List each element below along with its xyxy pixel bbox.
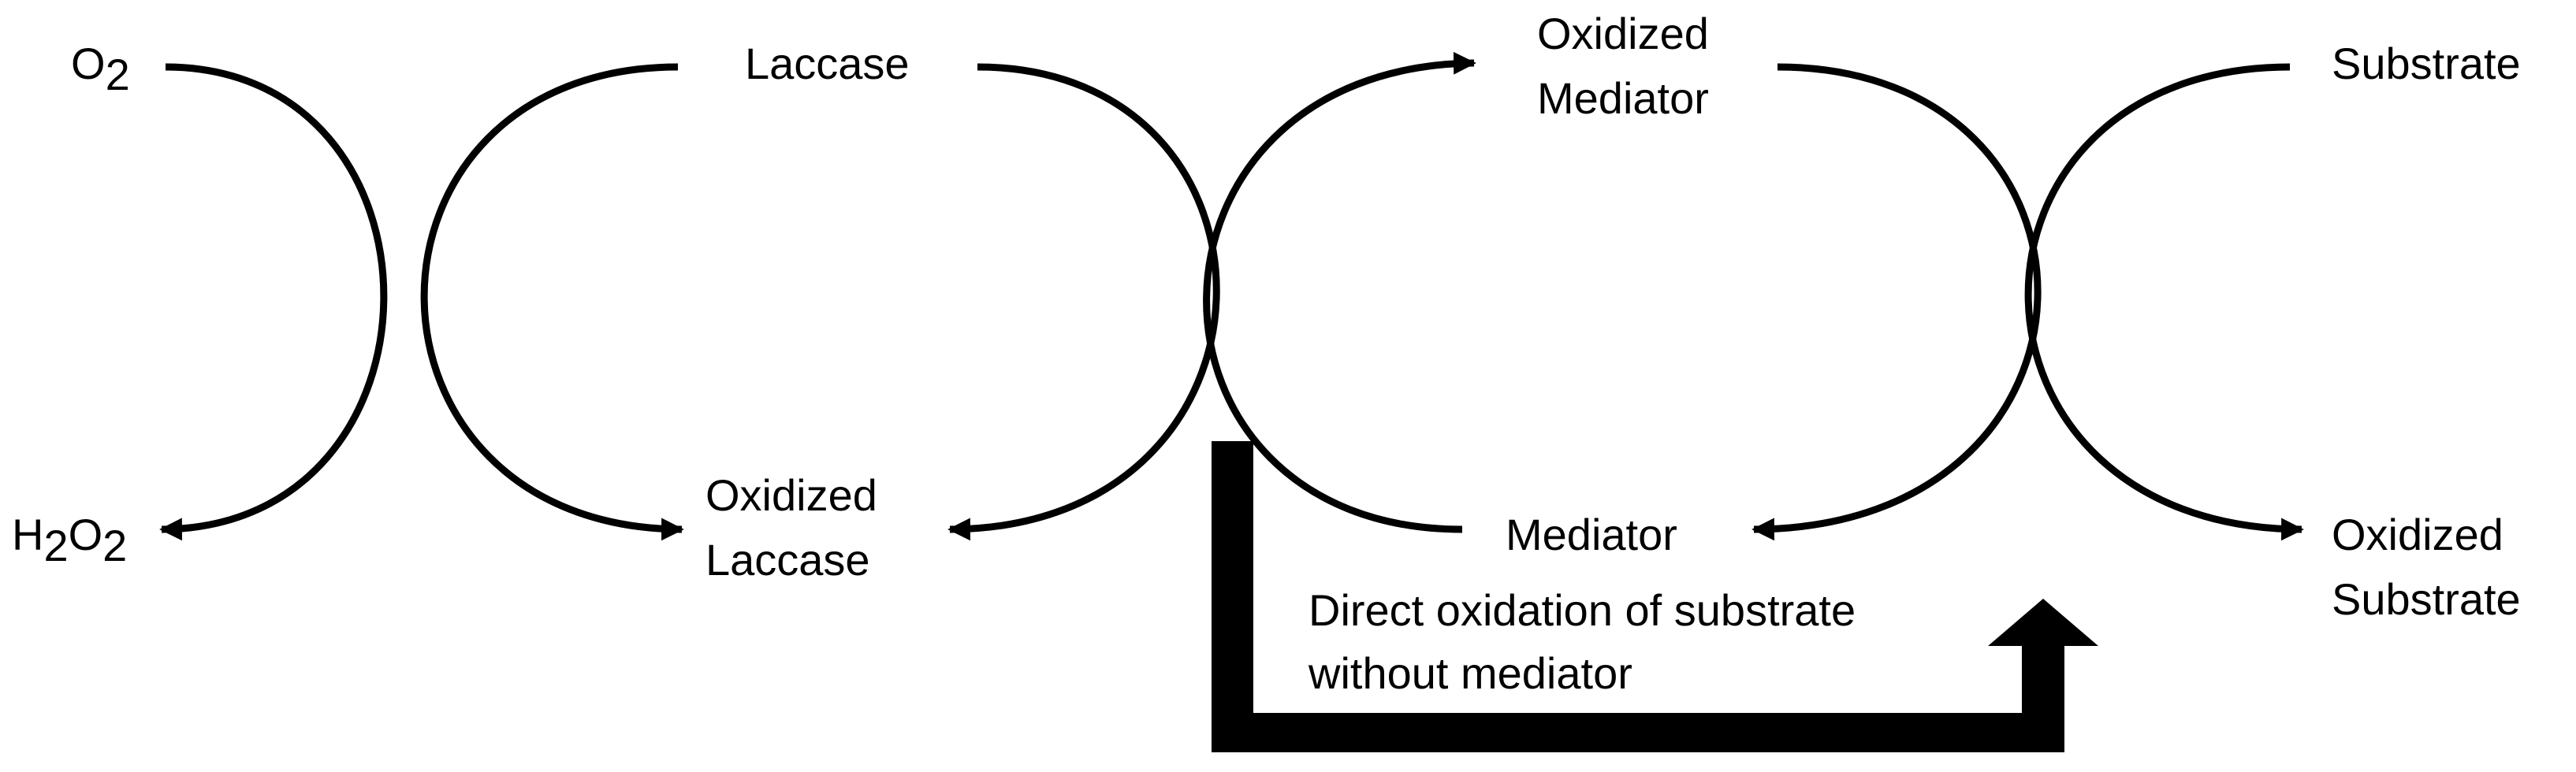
oxidized-laccase-label: Oxidized Laccase bbox=[705, 470, 889, 585]
substrate-label: Substrate bbox=[2332, 39, 2521, 88]
laccase-to-oxidized-laccase-curve bbox=[420, 63, 684, 541]
mediator-label: Mediator bbox=[1506, 510, 1677, 559]
o2-to-h2o2-curve bbox=[159, 63, 388, 541]
mediator-to-oxidized-mediator-curve bbox=[1203, 51, 1476, 533]
substrate-to-oxidized-substrate-curve bbox=[2024, 63, 2304, 541]
oxidized-mediator-label: Oxidized Mediator bbox=[1537, 9, 1721, 123]
o2-label: O2 bbox=[71, 39, 130, 99]
direct-oxidation-label: Direct oxidation of substrate without me… bbox=[1308, 585, 1868, 698]
oxidized-substrate-label: Oxidized Substrate bbox=[2332, 510, 2521, 624]
oxidized-mediator-to-mediator-curve bbox=[1751, 63, 2042, 541]
h2o2-label: H2O2 bbox=[12, 510, 127, 570]
laccase-return-curve bbox=[947, 63, 1220, 541]
direct-oxidation-arrow bbox=[1212, 441, 2098, 752]
laccase-label: Laccase bbox=[745, 39, 910, 88]
